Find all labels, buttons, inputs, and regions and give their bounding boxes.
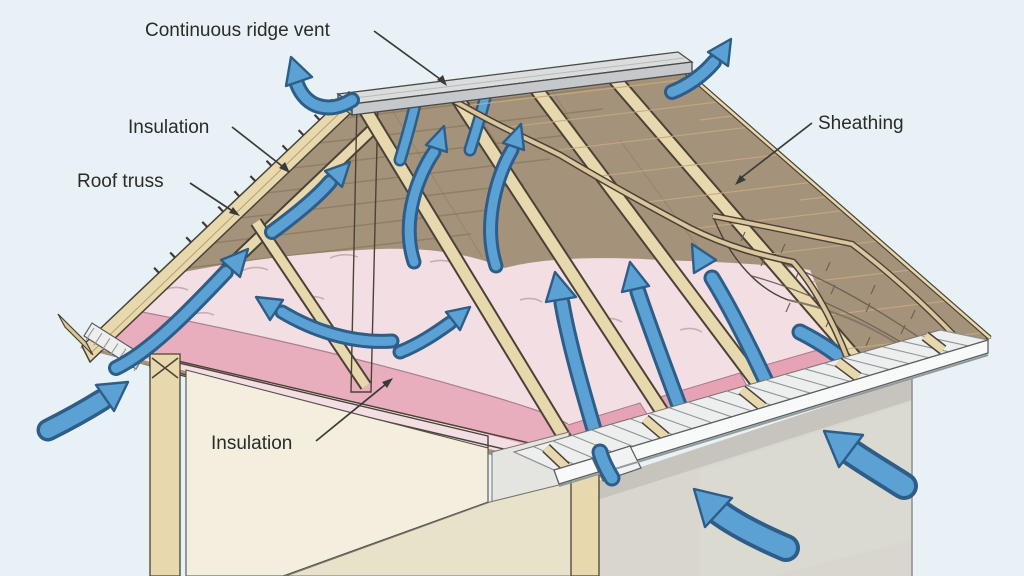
attic-insulation-front xyxy=(88,302,568,456)
rafter-tails xyxy=(542,331,947,471)
truss-web xyxy=(250,218,372,390)
airflow-arrowhead xyxy=(692,487,734,529)
airflow-arrowhead xyxy=(219,247,250,279)
airflow-arrowhead xyxy=(323,160,352,189)
airflow-arrowhead xyxy=(424,124,449,154)
airflow-arrowhead xyxy=(94,380,130,413)
airflow-arrows xyxy=(36,37,918,562)
label-roof-truss: Roof truss xyxy=(77,171,164,192)
fascia-gutter xyxy=(553,339,989,485)
airflow-arrowhead xyxy=(444,305,472,332)
airflow-arrowhead xyxy=(284,55,314,88)
label-insulation-lower: Insulation xyxy=(211,433,293,454)
leader-lines xyxy=(189,30,813,442)
label-insulation-upper: Insulation xyxy=(128,117,210,138)
airflow-arrowhead xyxy=(254,295,285,322)
airflow-arrowhead xyxy=(501,122,526,152)
shingle-tabs xyxy=(740,231,916,365)
airflow-arrowhead xyxy=(544,270,578,304)
airflow-arrowhead xyxy=(620,260,651,294)
label-continuous-ridge-vent: Continuous ridge vent xyxy=(145,20,330,41)
airflow-arrowhead xyxy=(690,242,718,275)
airflow-arrowhead xyxy=(706,37,733,68)
label-sheathing: Sheathing xyxy=(818,113,904,134)
corner-post-left xyxy=(149,353,181,576)
interior-wall xyxy=(185,369,489,576)
airflow-arrowhead xyxy=(822,429,865,469)
